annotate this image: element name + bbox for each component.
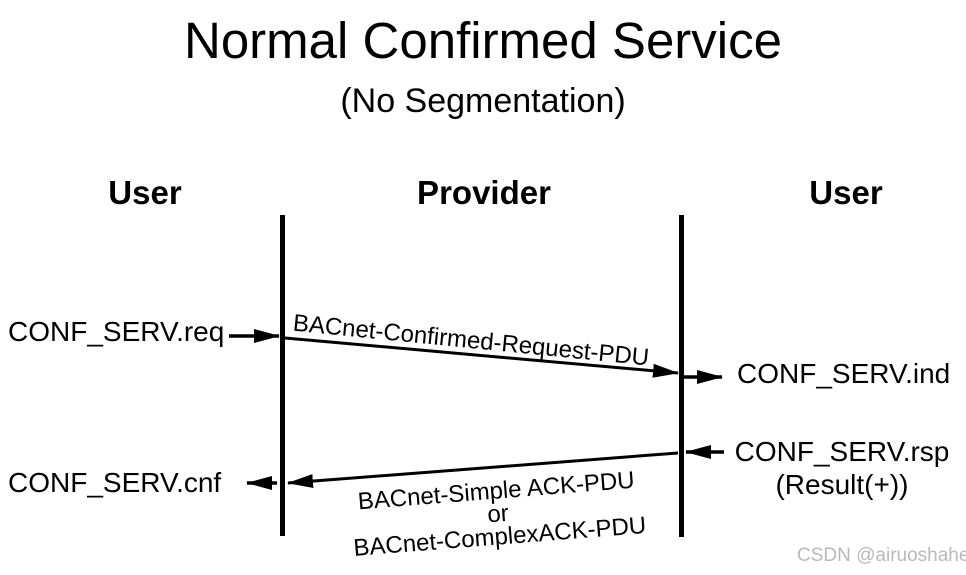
- column-header-provider: Provider: [417, 174, 551, 211]
- column-header-user-left: User: [108, 174, 182, 211]
- confirmed-request-pdu-arrow: [284, 336, 679, 378]
- column-header-user-right: User: [809, 174, 883, 211]
- ack-pdu-arrow: [287, 451, 679, 489]
- label-conf-serv-cnf: CONF_SERV.cnf: [8, 467, 222, 498]
- watermark: CSDN @airuoshahen: [797, 545, 966, 566]
- label-conf-serv-ind: CONF_SERV.ind: [737, 358, 951, 389]
- label-conf-serv-rsp: CONF_SERV.rsp: [734, 436, 950, 467]
- diagram-title: Normal Confirmed Service: [183, 12, 782, 69]
- label-result-plus: (Result(+)): [775, 469, 909, 500]
- diagram-subtitle: (No Segmentation): [340, 82, 626, 120]
- label-conf-serv-rsp-block: CONF_SERV.rsp (Result(+)): [735, 435, 950, 501]
- label-conf-serv-req: CONF_SERV.req: [8, 316, 225, 347]
